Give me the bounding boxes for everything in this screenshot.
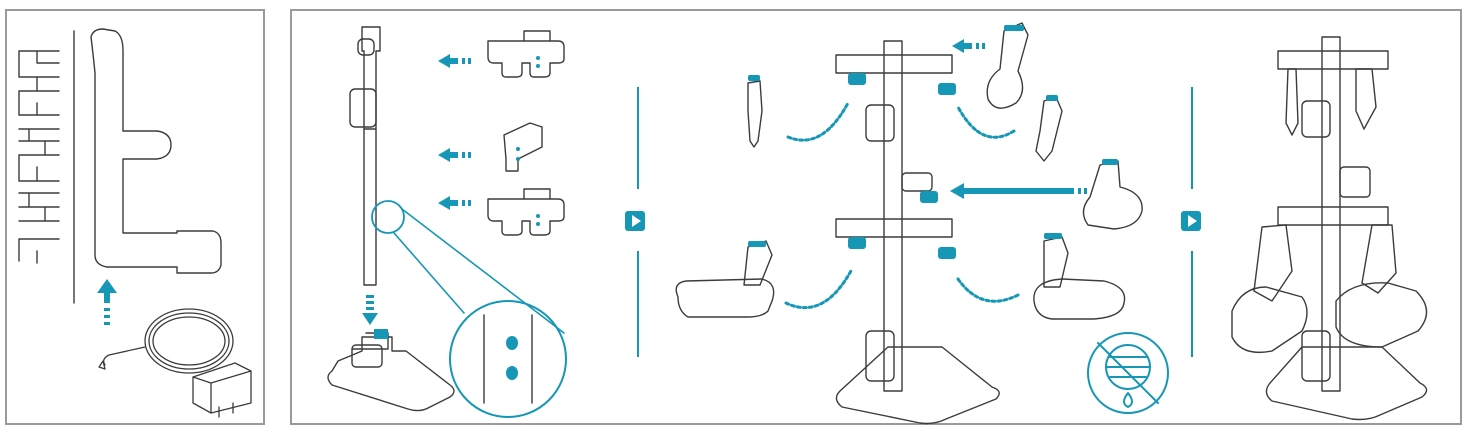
stand-assembly-panel (290, 9, 1462, 425)
handheld-unit (1083, 161, 1142, 229)
detail-circle-large (450, 301, 566, 417)
holder-pad (938, 247, 956, 259)
insert-arrow-icon (438, 196, 471, 210)
brick-wall-icon (19, 51, 59, 263)
step-c-group (1232, 37, 1427, 420)
pole-knob (358, 39, 374, 55)
stand-pole (884, 41, 902, 391)
wall-mount-panel (5, 9, 265, 425)
stand-base (836, 347, 999, 424)
upper-crossbar (836, 55, 952, 73)
clip-bracket-middle (504, 123, 542, 171)
step-a-accents (362, 54, 540, 380)
detail-circle-small (372, 201, 404, 233)
holder-pad (938, 83, 956, 95)
pole-holder (866, 105, 894, 141)
dusting-brush-tool (987, 23, 1028, 108)
holder-pad (920, 191, 938, 203)
stand-base (328, 337, 454, 411)
mount-direction-arrow-icon (97, 279, 117, 325)
holder-pad (848, 237, 866, 249)
pole-holder (350, 89, 376, 127)
mop-head (1336, 283, 1427, 347)
upper-crossbar (1278, 51, 1388, 69)
step-b-accents (748, 25, 1118, 259)
mop-head (1034, 279, 1125, 319)
no-water-prohibition-icon (1088, 333, 1168, 413)
stand-base (1266, 347, 1426, 420)
attach-arrow-icon (950, 183, 1087, 199)
screw-hole (506, 336, 518, 350)
crevice-tool (748, 81, 762, 147)
charger-adapter-icon (99, 309, 251, 417)
clip-bracket-bottom (488, 199, 564, 235)
lower-crossbar (836, 219, 952, 237)
mini-tool (1356, 69, 1376, 129)
screw-hole (506, 366, 518, 380)
insert-pole-down-arrow-icon (362, 295, 378, 325)
curve-arrow-icon (788, 103, 848, 140)
insert-arrow-icon (438, 54, 471, 68)
floor-brush-head (1232, 287, 1307, 352)
holder-pad (848, 73, 866, 85)
lower-crossbar (1278, 207, 1388, 225)
curve-arrow-icon (786, 269, 852, 308)
stand-pole (1322, 37, 1340, 391)
wall-bracket (91, 29, 221, 273)
crevice-tool (1286, 69, 1298, 135)
stand-assembly-illustration (292, 11, 1464, 427)
next-step-arrow-icon (625, 211, 645, 231)
step-a-group (328, 27, 566, 417)
insert-arrow-icon (438, 148, 471, 162)
stand-pole (362, 27, 380, 285)
curve-arrow-icon (958, 279, 1018, 301)
next-step-arrow-icon (1181, 211, 1201, 231)
clip-bracket-top (488, 41, 564, 77)
mini-tool (1036, 97, 1062, 161)
wall-mount-illustration (7, 11, 267, 427)
attach-arrow-icon (952, 39, 985, 53)
step-b-group (676, 23, 1168, 424)
curve-arrow-icon (958, 107, 1014, 137)
base-socket (374, 329, 388, 339)
